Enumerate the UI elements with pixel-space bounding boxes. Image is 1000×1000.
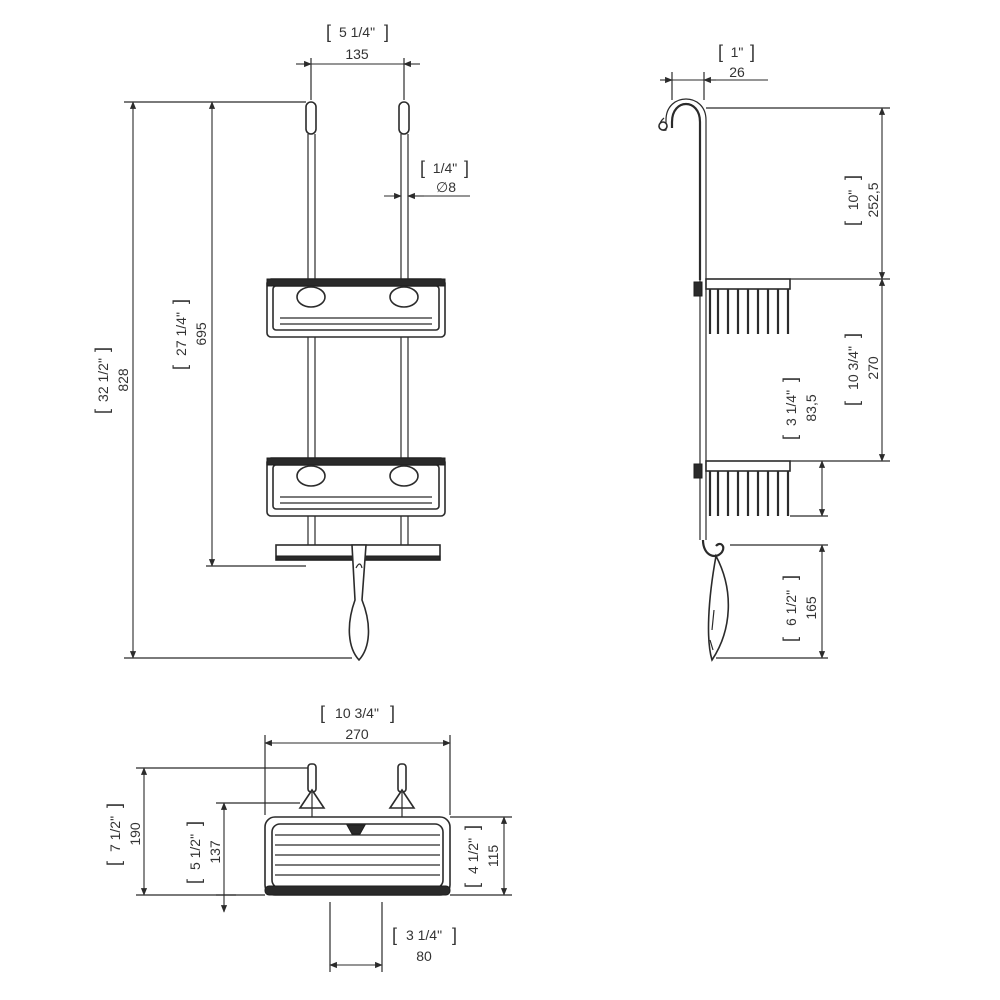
side-lower-basket bbox=[693, 460, 791, 516]
dim-basket-depth: 3 1/4" [ ] 83,5 bbox=[780, 377, 828, 517]
dim-top-to-basket-inch-close: ] bbox=[842, 175, 862, 180]
top-hooks bbox=[298, 763, 416, 836]
dim-top-width: [ 5 1/4" ] 135 bbox=[296, 22, 420, 100]
dim-top-to-basket-mm: 252,5 bbox=[865, 182, 881, 217]
dim-top-view-width-inch-open: [ bbox=[320, 703, 325, 723]
front-squeegee bbox=[275, 544, 441, 662]
side-upper-basket bbox=[693, 278, 791, 334]
dim-overall-height-inch-close: ] bbox=[92, 347, 112, 352]
dim-basket-height-inch-close: ] bbox=[170, 299, 190, 304]
dim-top-view-inner-depth-inch: 4 1/2" bbox=[465, 838, 481, 874]
dim-hook-length-inch-close: ] bbox=[780, 575, 800, 580]
dim-top-view-offset: [ 3 1/4" ] 80 bbox=[329, 902, 457, 972]
dim-top-view-inner-depth: 4 1/2" [ ] 115 bbox=[450, 816, 512, 896]
dim-top-view-width-inch-close: ] bbox=[390, 703, 395, 723]
dim-rod-diameter-inch-close: ] bbox=[464, 158, 469, 178]
dim-top-view-total-depth-inch-open: [ bbox=[104, 861, 124, 866]
dim-top-view-inner-depth-inch-open: [ bbox=[462, 883, 482, 888]
dim-top-view-width-mm: 270 bbox=[345, 726, 369, 742]
dim-rod-diameter-mm: ∅8 bbox=[436, 179, 456, 195]
dim-top-to-basket-inch: 10" bbox=[845, 190, 861, 211]
dim-overall-height-mm: 828 bbox=[115, 368, 131, 392]
top-view: [ 10 3/4" ] 270 7 1/2" [ ] 190 5 bbox=[104, 703, 512, 972]
dim-hook-length-inch: 6 1/2" bbox=[783, 590, 799, 626]
front-lower-basket bbox=[266, 457, 446, 517]
dim-basket-spacing-inch-open: [ bbox=[842, 401, 862, 406]
dim-top-view-offset-inch: 3 1/4" bbox=[406, 927, 442, 943]
side-hook bbox=[670, 103, 702, 280]
front-upper-basket bbox=[266, 278, 446, 338]
side-squeegee bbox=[701, 539, 730, 662]
dim-top-to-basket: 10" [ ] 252,5 bbox=[706, 107, 890, 280]
dim-basket-depth-inch-open: [ bbox=[780, 435, 800, 440]
dim-overall-height-inch: 32 1/2" bbox=[95, 358, 111, 402]
dim-top-view-basket-depth-inch-open: [ bbox=[184, 879, 204, 884]
dim-hook-length: 6 1/2" [ ] 165 bbox=[716, 544, 828, 659]
dim-rod-diameter-inch-open: [ bbox=[420, 158, 425, 178]
side-view: [ 1" ] 26 10" [ ] 252,5 10 3/4" bbox=[658, 42, 890, 662]
dim-top-view-offset-inch-close: ] bbox=[452, 925, 457, 945]
dim-top-view-basket-depth-inch: 5 1/2" bbox=[187, 834, 203, 870]
dim-basket-height: 27 1/4" [ ] 695 bbox=[170, 101, 306, 567]
dim-top-view-width-inch: 10 3/4" bbox=[335, 705, 379, 721]
dim-hook-depth-mm: 26 bbox=[729, 64, 745, 80]
top-basket bbox=[264, 816, 451, 896]
dim-top-to-basket-inch-open: [ bbox=[842, 221, 862, 226]
dim-top-width-inch-close: ] bbox=[384, 22, 389, 42]
dim-top-view-inner-depth-mm: 115 bbox=[485, 845, 501, 868]
dim-overall-height: 32 1/2" [ ] 828 bbox=[92, 101, 352, 659]
dim-basket-depth-inch: 3 1/4" bbox=[783, 390, 799, 426]
dim-rod-diameter: [ 1/4" ] ∅8 bbox=[384, 158, 470, 200]
dim-basket-spacing-inch-close: ] bbox=[842, 333, 862, 338]
dim-hook-depth-inch: 1" bbox=[731, 44, 744, 60]
dim-hook-depth-inch-close: ] bbox=[750, 42, 755, 62]
dim-top-view-total-depth: 7 1/2" [ ] 190 bbox=[104, 767, 308, 896]
dim-basket-height-inch-open: [ bbox=[170, 365, 190, 370]
dim-top-view-inner-depth-inch-close: ] bbox=[462, 825, 482, 830]
dim-basket-spacing: 10 3/4" [ ] 270 bbox=[790, 278, 890, 462]
dim-basket-depth-inch-close: ] bbox=[780, 377, 800, 382]
dim-top-view-total-depth-mm: 190 bbox=[127, 822, 143, 846]
dim-top-view-offset-mm: 80 bbox=[416, 948, 432, 964]
dim-hook-depth: [ 1" ] 26 bbox=[660, 42, 768, 100]
dim-hook-depth-inch-open: [ bbox=[718, 42, 723, 62]
dim-top-view-total-depth-inch: 7 1/2" bbox=[107, 816, 123, 852]
dim-hook-length-inch-open: [ bbox=[780, 637, 800, 642]
dim-basket-height-mm: 695 bbox=[193, 322, 209, 346]
front-view: [ 5 1/4" ] 135 [ 1/4" ] ∅8 32 1/2" [ ] bbox=[92, 22, 470, 662]
dim-rod-diameter-inch: 1/4" bbox=[433, 160, 457, 176]
dim-top-width-inch: 5 1/4" bbox=[339, 24, 375, 40]
dim-top-view-offset-inch-open: [ bbox=[392, 925, 397, 945]
dim-basket-spacing-mm: 270 bbox=[865, 356, 881, 380]
dim-basket-spacing-inch: 10 3/4" bbox=[845, 346, 861, 390]
dim-overall-height-inch-open: [ bbox=[92, 409, 112, 414]
dim-basket-depth-mm: 83,5 bbox=[803, 394, 819, 421]
dim-top-view-width: [ 10 3/4" ] 270 bbox=[264, 703, 451, 815]
dim-hook-length-mm: 165 bbox=[803, 596, 819, 620]
dim-basket-height-inch: 27 1/4" bbox=[173, 312, 189, 356]
dim-top-width-inch-open: [ bbox=[326, 22, 331, 42]
dim-top-width-mm: 135 bbox=[345, 46, 369, 62]
dim-top-view-basket-depth-inch-close: ] bbox=[184, 821, 204, 826]
dim-top-view-total-depth-inch-close: ] bbox=[104, 803, 124, 808]
dim-top-view-basket-depth-mm: 137 bbox=[207, 840, 223, 864]
dim-top-view-basket-depth: 5 1/2" [ ] 137 bbox=[184, 802, 300, 913]
